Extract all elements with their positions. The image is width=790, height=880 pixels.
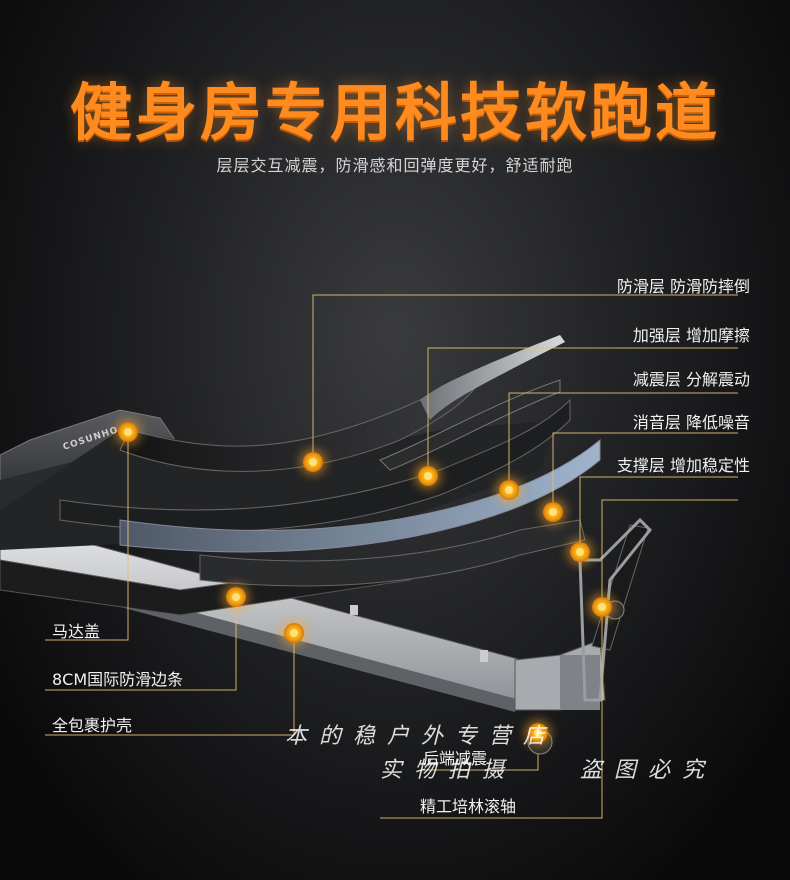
- callout-dot: [284, 623, 304, 643]
- page-subtitle: 层层交互减震，防滑感和回弹度更好，舒适耐跑: [216, 156, 574, 175]
- layer-desc: 增加稳定性: [669, 456, 750, 475]
- layer-desc: 防滑防摔倒: [669, 277, 750, 296]
- watermark-no-copy: 盗图必究: [580, 758, 717, 783]
- layer-desc: 增加摩擦: [685, 326, 750, 345]
- watermark-real-photo: 实物拍摄: [380, 758, 517, 783]
- callout-dot: [226, 587, 246, 607]
- label-rear-shock: 后端减震: [423, 749, 488, 768]
- layer-label-anti-slip: 防滑层 防滑防摔倒: [617, 273, 750, 297]
- layer-name: 减震层: [632, 370, 681, 389]
- label-full-shell: 全包裹护壳: [52, 716, 133, 735]
- page-title: 健身房专用科技软跑道: [69, 76, 720, 149]
- layer-name: 消音层: [632, 413, 681, 432]
- layer-label-shock-absorption: 减震层 分解震动: [633, 366, 750, 390]
- callout-dot: [528, 723, 548, 743]
- callout-dot: [543, 502, 563, 522]
- layer-label-noise-reduction: 消音层 降低噪音: [633, 409, 750, 433]
- layer-desc: 降低噪音: [685, 413, 750, 432]
- layer-name: 防滑层: [616, 277, 665, 296]
- callout-dot: [118, 422, 138, 442]
- label-motor-cover: 马达盖: [52, 622, 101, 641]
- layer-desc: 分解震动: [685, 370, 750, 389]
- layer-name: 加强层: [632, 326, 681, 345]
- layer-name: 支撑层: [616, 456, 665, 475]
- watermark-store: 本的稳户外专营店: [285, 724, 558, 749]
- label-precision-roller: 精工培林滚轴: [420, 797, 517, 816]
- callout-dot: [418, 466, 438, 486]
- callout-dot: [303, 452, 323, 472]
- callout-dot: [592, 597, 612, 617]
- layer-label-reinforcement: 加强层 增加摩擦: [633, 322, 750, 346]
- label-anti-slip-edge: 8CM国际防滑边条: [52, 670, 184, 689]
- callout-dot: [499, 480, 519, 500]
- layer-label-support: 支撑层 增加稳定性: [617, 452, 750, 476]
- callout-dot: [570, 542, 590, 562]
